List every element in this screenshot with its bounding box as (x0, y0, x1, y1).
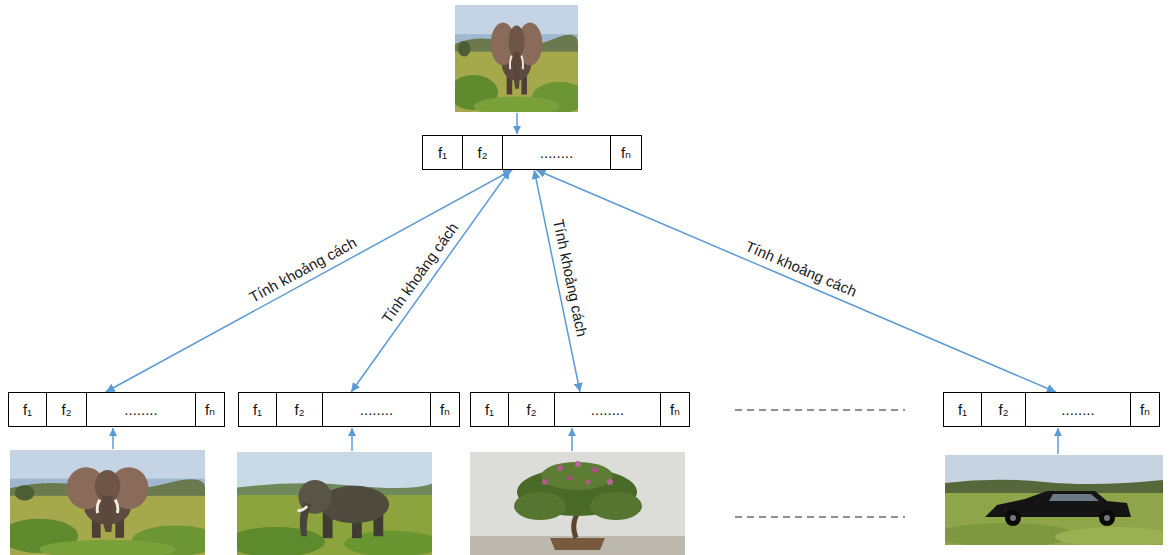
feed-arrow (516, 113, 518, 134)
feature-vector: f₁ f₂........ fₙ (422, 135, 642, 170)
vector-cell: f₂ (47, 393, 87, 426)
distance-connector (106, 170, 513, 392)
vector-cell: f₂ (463, 136, 503, 169)
edge-label: Tính khoảng cách (243, 232, 362, 308)
vector-cell: fₙ (431, 393, 459, 426)
feed-arrow (112, 428, 114, 449)
feature-vector: f₁ f₂........ fₙ (8, 392, 225, 427)
distance-connector (351, 170, 510, 392)
feature-label: ........ (540, 145, 573, 160)
feed-arrow (1057, 428, 1059, 454)
feature-label: f₁ (23, 402, 32, 417)
feature-label: f₁ (438, 145, 447, 160)
feature-label: f₁ (485, 402, 494, 417)
vector-cell: f₁ (423, 136, 463, 169)
feed-arrow (571, 428, 573, 451)
feature-vector: f₁ f₂........ fₙ (470, 392, 690, 427)
feature-label: f₂ (62, 402, 72, 417)
distance-connector (536, 170, 1055, 392)
feature-vector: f₁ f₂........ fₙ (238, 392, 460, 427)
query-image (449, 5, 587, 116)
feature-vector: f₁ f₂........ fₙ (943, 392, 1160, 427)
feature-label: f₂ (295, 402, 305, 417)
feature-label: f₂ (527, 402, 537, 417)
vector-cell: fₙ (661, 393, 689, 426)
ellipsis-dash (735, 517, 905, 518)
edge-label: Tính khoảng cách (740, 236, 862, 302)
vector-cell: f₁ (944, 393, 982, 426)
elephant-image (227, 452, 442, 555)
edge-label: Tính khoảng cách (376, 217, 463, 329)
feature-label: fₙ (440, 402, 450, 417)
vector-cell: f₁ (471, 393, 509, 426)
vector-cell: f₁ (9, 393, 47, 426)
vector-cell: f₂ (277, 393, 323, 426)
vector-cell: f₂ (982, 393, 1026, 426)
car-image (935, 455, 1170, 547)
ellipsis-dash (735, 410, 905, 411)
feature-label: fₙ (621, 145, 631, 160)
bonsai-image (470, 452, 685, 555)
feature-label: f₂ (478, 145, 488, 160)
feature-label: fₙ (670, 402, 680, 417)
feature-label: fₙ (1140, 402, 1150, 417)
vector-cell: ........ (503, 136, 611, 169)
feature-label: fₙ (205, 402, 215, 417)
feature-label: f₂ (999, 402, 1009, 417)
elephant-image (0, 450, 219, 555)
vector-cell: ........ (87, 393, 196, 426)
feature-label: ........ (591, 402, 624, 417)
feature-label: ........ (1061, 402, 1094, 417)
vector-cell: f₂ (509, 393, 555, 426)
feature-label: f₁ (253, 402, 262, 417)
feature-label: ........ (360, 402, 393, 417)
feature-label: f₁ (958, 402, 967, 417)
vector-cell: ........ (1026, 393, 1131, 426)
vector-cell: fₙ (611, 136, 641, 169)
vector-cell: f₁ (239, 393, 277, 426)
vector-cell: fₙ (1131, 393, 1159, 426)
feature-label: ........ (124, 402, 157, 417)
vector-cell: fₙ (196, 393, 224, 426)
edge-label: Tính khoảng cách (548, 215, 591, 341)
vector-cell: ........ (323, 393, 431, 426)
vector-cell: ........ (555, 393, 661, 426)
feed-arrow (351, 428, 353, 451)
